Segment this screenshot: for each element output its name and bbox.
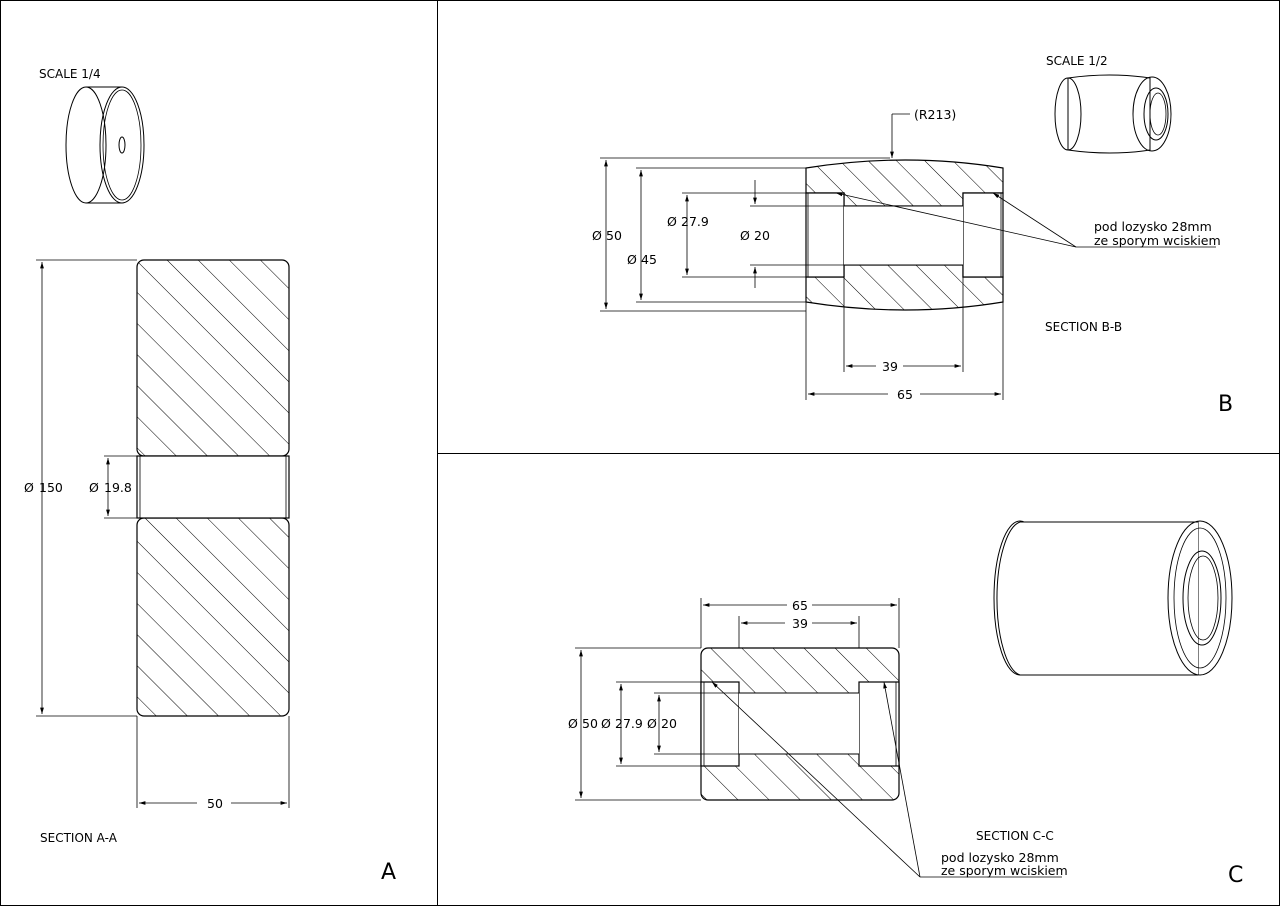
dim-value: 150 bbox=[39, 480, 63, 495]
panel-b: SCALE 1/2 bbox=[592, 54, 1233, 417]
section-b-b-view bbox=[600, 113, 1216, 400]
diameter-symbol: Ø bbox=[568, 716, 578, 731]
dim-value: 50 bbox=[606, 228, 622, 243]
dim-value: 20 bbox=[754, 228, 770, 243]
radius-label-b: (R213) bbox=[914, 107, 956, 122]
dim-c-diameter-27-9: Ø 27.9 bbox=[601, 716, 643, 731]
dim-b-length-39: 39 bbox=[882, 359, 898, 374]
diameter-symbol: Ø bbox=[601, 716, 611, 731]
dim-b-length-65: 65 bbox=[897, 387, 913, 402]
dim-value: 19.8 bbox=[104, 480, 132, 495]
dim-b-diameter-20: Ø 20 bbox=[740, 228, 770, 243]
section-label-c: SECTION C-C bbox=[976, 829, 1054, 843]
diameter-symbol: Ø bbox=[592, 228, 602, 243]
dim-b-diameter-50: Ø 50 bbox=[592, 228, 622, 243]
disc-iso-view bbox=[65, 86, 145, 204]
dim-value: 50 bbox=[582, 716, 598, 731]
dim-value: 27.9 bbox=[681, 214, 709, 229]
diameter-symbol: Ø bbox=[89, 480, 99, 495]
dim-c-length-65: 65 bbox=[792, 598, 808, 613]
dim-b-diameter-45: Ø 45 bbox=[627, 252, 657, 267]
panel-c: Ø 50 Ø 27.9 Ø 20 65 39 SECTION C-C pod l… bbox=[568, 520, 1243, 888]
dim-c-length-39: 39 bbox=[792, 616, 808, 631]
scale-label-b: SCALE 1/2 bbox=[1046, 54, 1108, 68]
panel-a: SCALE 1/4 bbox=[24, 67, 396, 885]
barrel-iso-view bbox=[1054, 74, 1172, 154]
panel-letter-a: A bbox=[381, 860, 396, 885]
diameter-symbol: Ø bbox=[667, 214, 677, 229]
dim-value: 20 bbox=[661, 716, 677, 731]
dim-c-diameter-50: Ø 50 bbox=[568, 716, 598, 731]
diameter-symbol: Ø bbox=[647, 716, 657, 731]
section-label-a: SECTION A-A bbox=[40, 831, 118, 845]
note-c-line2: ze sporym wciskiem bbox=[941, 863, 1068, 878]
dim-value: 45 bbox=[641, 252, 657, 267]
panel-letter-b: B bbox=[1218, 392, 1233, 417]
scale-label-a: SCALE 1/4 bbox=[39, 67, 101, 81]
diameter-symbol: Ø bbox=[740, 228, 750, 243]
dim-a-width: 50 bbox=[207, 796, 223, 811]
diameter-symbol: Ø bbox=[627, 252, 637, 267]
section-a-a-view bbox=[36, 259, 290, 808]
note-b-line2: ze sporym wciskiem bbox=[1094, 233, 1221, 248]
dim-value: 27.9 bbox=[615, 716, 643, 731]
section-c-c-view bbox=[575, 598, 1062, 878]
note-c-line1: pod lozysko 28mm bbox=[941, 850, 1059, 865]
dim-b-diameter-27-9: Ø 27.9 bbox=[667, 214, 709, 229]
diameter-symbol: Ø bbox=[24, 480, 34, 495]
cylinder-iso-view bbox=[993, 520, 1233, 676]
note-b-line1: pod lozysko 28mm bbox=[1094, 219, 1212, 234]
section-label-b: SECTION B-B bbox=[1045, 320, 1122, 334]
panel-letter-c: C bbox=[1228, 863, 1243, 888]
dim-a-bore-diameter: Ø 19.8 bbox=[89, 480, 132, 495]
dim-a-outer-diameter: Ø 150 bbox=[24, 480, 63, 495]
dim-c-diameter-20: Ø 20 bbox=[647, 716, 677, 731]
